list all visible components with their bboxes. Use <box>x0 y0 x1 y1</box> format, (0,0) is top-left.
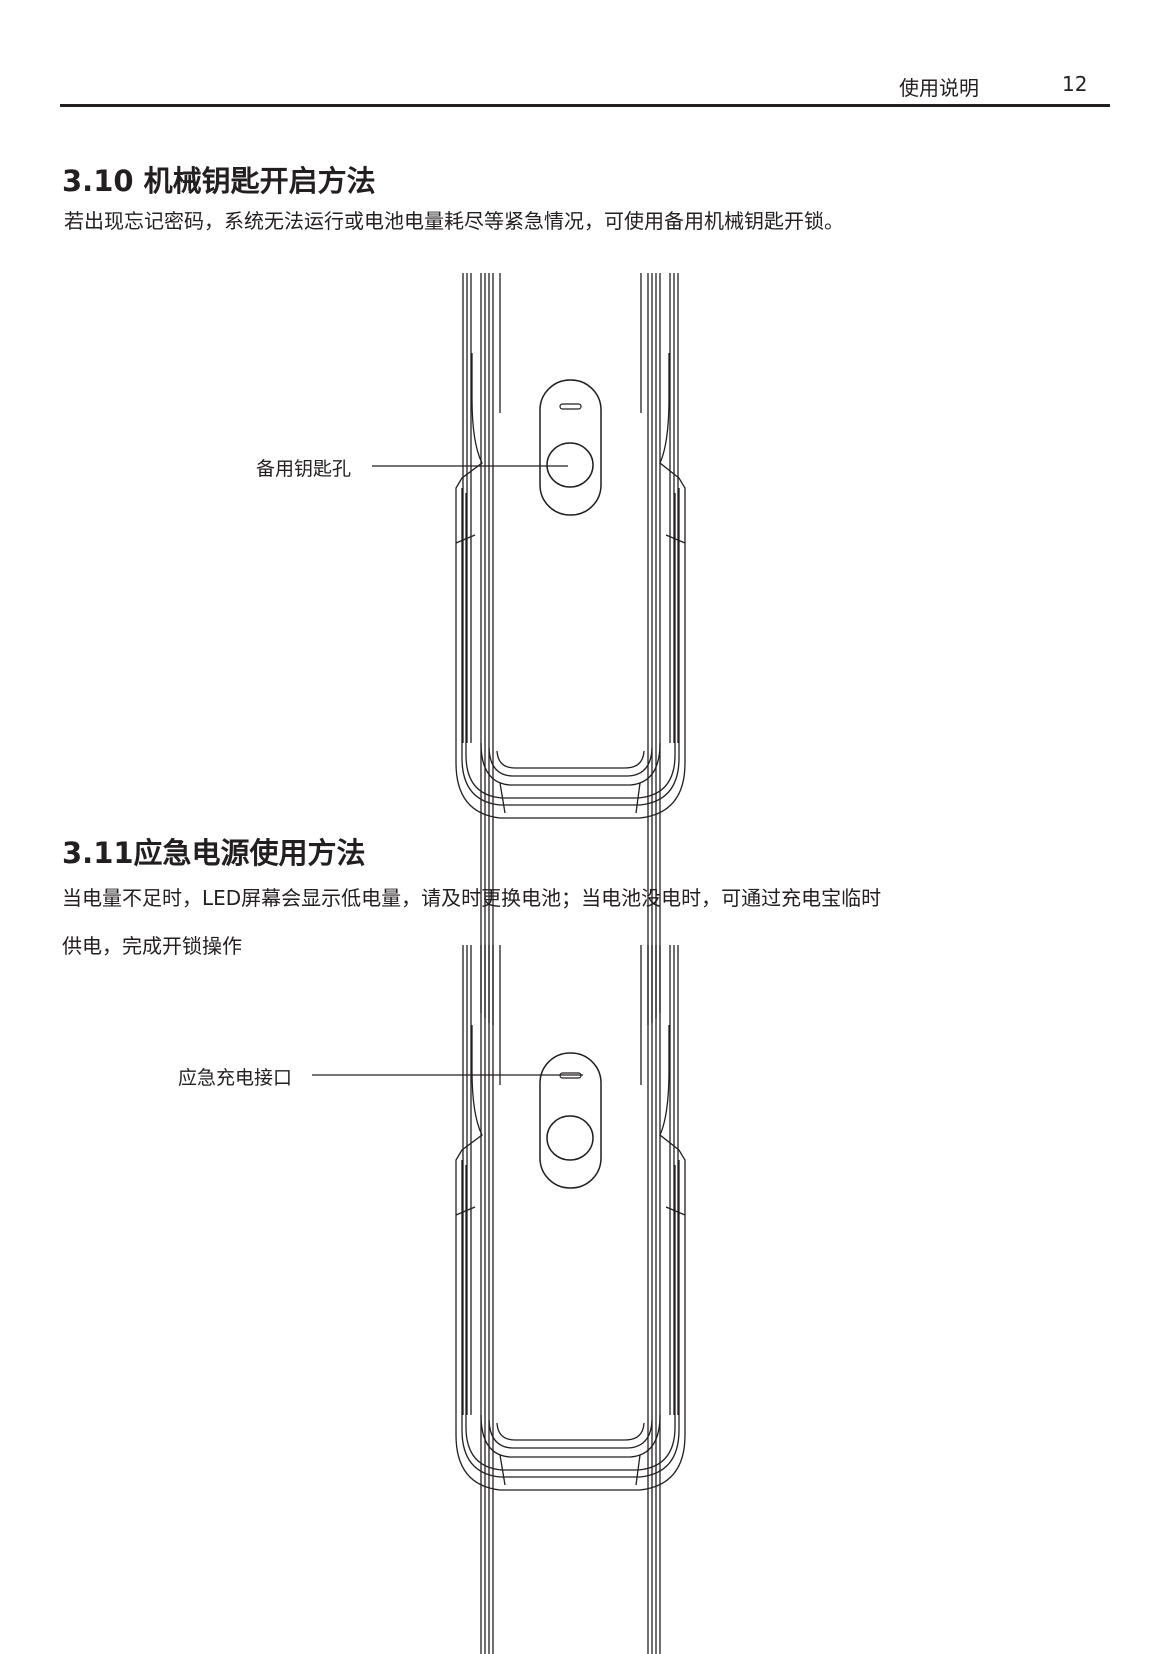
keyhole-icon <box>546 442 594 488</box>
smart-lock-drawing-2 <box>312 944 686 1654</box>
cover-plate <box>539 1052 602 1189</box>
keyhole-cover <box>539 379 602 516</box>
header-divider <box>60 104 1110 107</box>
section-3-11-body-line1: 当电量不足时，LED屏幕会显示低电量，请及时更换电池；当电池没电时，可通过充电宝… <box>62 886 882 910</box>
keyhole-icon <box>546 1115 594 1161</box>
section-3-11-body-line2: 供电，完成开锁操作 <box>62 934 242 958</box>
callout-label-keyhole: 备用钥匙孔 <box>256 458 352 480</box>
section-heading-3-10: 3.10 机械钥匙开启方法 <box>62 164 376 198</box>
section-heading-3-11: 3.11应急电源使用方法 <box>62 836 366 870</box>
page-number: 12 <box>1062 72 1088 96</box>
callout-label-charging-port: 应急充电接口 <box>178 1067 293 1089</box>
section-3-10-body: 若出现忘记密码，系统无法运行或电池电量耗尽等紧急情况，可使用备用机械钥匙开锁。 <box>64 209 844 233</box>
smart-lock-drawing-1 <box>372 272 686 1026</box>
header-title: 使用说明 <box>899 76 979 100</box>
charging-port-slot <box>559 403 582 410</box>
